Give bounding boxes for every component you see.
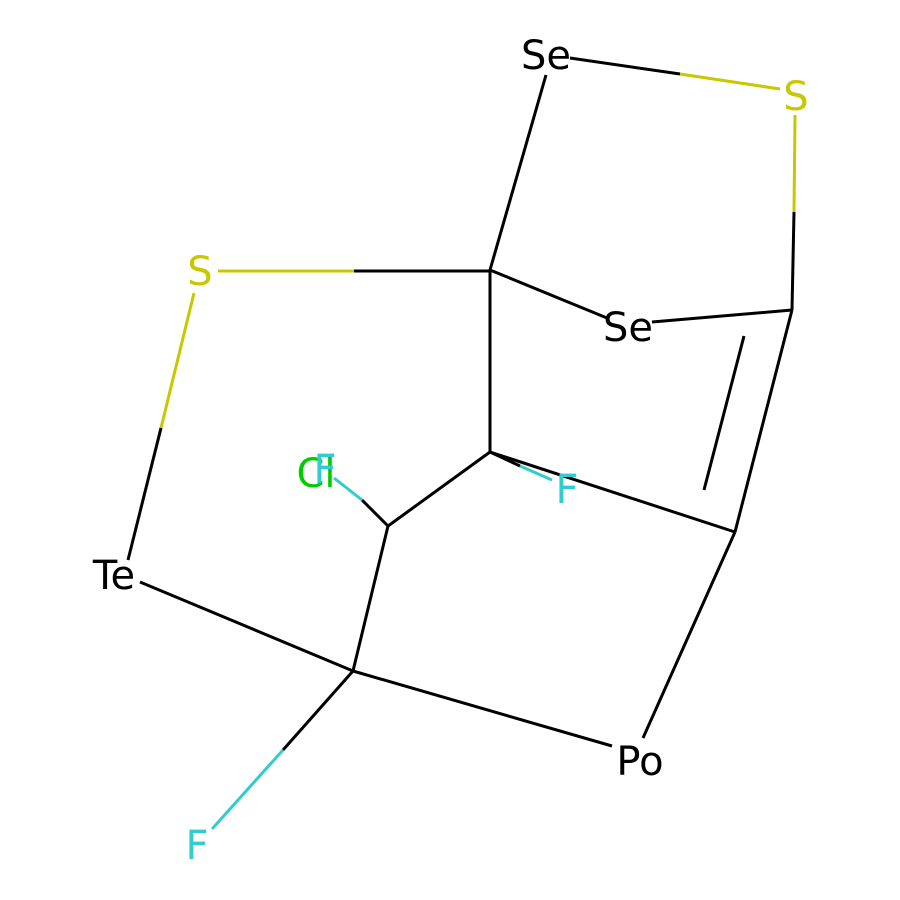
bond-sright-c1-b — [790, 211, 796, 311]
bond-c1-c2-inner — [702, 335, 746, 491]
bond-c5-fbottom-b — [210, 748, 285, 831]
bond-sleft-te-b — [126, 427, 163, 561]
bond-po-c2 — [641, 531, 737, 739]
bond-c3-fmid-a — [489, 450, 521, 468]
atom-po: Po — [616, 739, 663, 785]
bond-c4-fcl-b — [333, 476, 363, 502]
bond-semid-c1 — [651, 308, 793, 324]
atom-f-bottom: F — [185, 823, 208, 869]
atom-s-left: S — [187, 249, 212, 295]
atom-cl: Cl — [296, 451, 335, 497]
bond-c5-po — [352, 669, 613, 748]
atom-f-upper-left: F — [313, 447, 336, 493]
bond-sright-c1-a — [792, 114, 797, 213]
bond-te-c5 — [139, 580, 354, 673]
bond-sleft-te-a — [159, 292, 196, 429]
atom-s-right: S — [783, 74, 808, 120]
bond-c5-fbottom-a — [281, 670, 355, 751]
atom-se-mid: Se — [603, 305, 653, 351]
bond-ccenter-semid — [489, 268, 608, 320]
bond-c1-c2 — [733, 309, 794, 533]
bond-setop-ccenter — [488, 74, 548, 271]
bond-c4-c5 — [351, 525, 390, 672]
bonds — [126, 56, 797, 831]
atom-f-mid: F — [555, 467, 578, 513]
atom-se-top: Se — [521, 33, 571, 79]
bond-setop-sright-b — [679, 72, 781, 91]
bond-c3-c2 — [489, 450, 736, 534]
bond-c4-fcl-a — [360, 498, 390, 528]
bond-c3-c4 — [387, 450, 491, 528]
bond-setop-sright-a — [569, 56, 681, 76]
bond-c3-fmid-b — [519, 464, 553, 482]
atom-te: Te — [92, 553, 135, 599]
atom-labels: Se S S Se Cl F F Te Po F — [92, 33, 809, 869]
